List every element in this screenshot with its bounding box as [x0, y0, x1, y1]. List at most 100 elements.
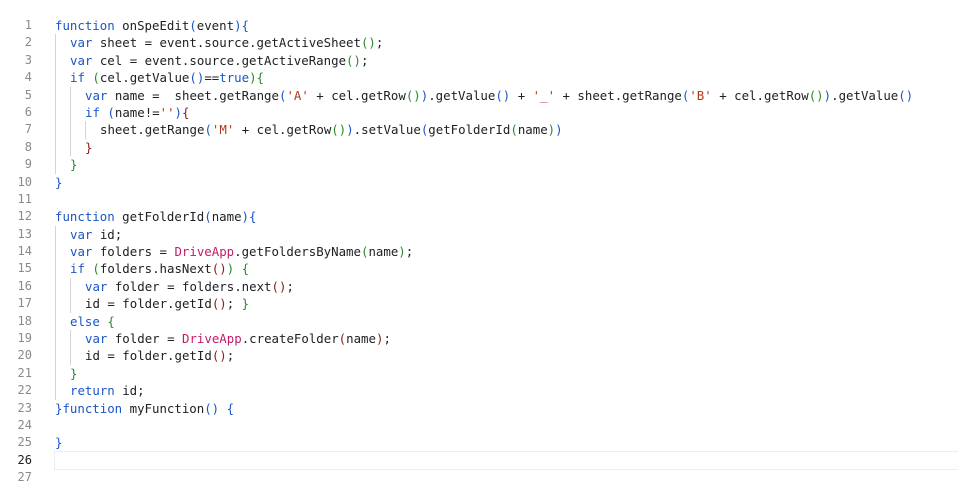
code-token: DriveApp: [174, 244, 235, 260]
code-line[interactable]: }function myFunction() {: [55, 400, 958, 417]
code-token: ): [234, 18, 242, 33]
code-token: (): [189, 70, 205, 86]
code-line[interactable]: [55, 469, 958, 486]
line-number: 15: [17, 261, 32, 276]
indent-guide: [70, 103, 71, 122]
code-token: (: [92, 70, 100, 86]
code-token: 'B': [689, 87, 712, 103]
code-token: {: [226, 400, 235, 416]
indent-guide: [55, 277, 56, 296]
line-number: 24: [17, 417, 32, 432]
code-token: if: [70, 261, 85, 277]
code-token: (): [271, 278, 287, 294]
code-line[interactable]: }: [55, 156, 958, 174]
code-token: (: [204, 122, 212, 138]
code-line[interactable]: function onSpeEdit(event){: [55, 17, 958, 34]
code-token: id;: [114, 383, 145, 399]
code-token: ;: [405, 244, 414, 260]
code-token: true: [219, 70, 250, 86]
code-token: ==: [204, 70, 220, 86]
indent-guide: [55, 103, 56, 122]
code-area[interactable]: function onSpeEdit(event){var sheet = ev…: [54, 17, 958, 487]
code-token: if: [70, 70, 85, 86]
line-number: 26: [17, 452, 32, 467]
indent-guide: [55, 295, 56, 313]
code-token: (): [346, 52, 361, 68]
code-line[interactable]: var folder = DriveApp.createFolder(name)…: [55, 330, 958, 348]
code-token: +: [510, 87, 533, 103]
line-number: 5: [24, 87, 32, 102]
code-line[interactable]: id = folder.getId();: [55, 347, 958, 365]
code-token: {: [241, 261, 250, 277]
line-number: 1: [24, 18, 32, 32]
indent-guide: [55, 312, 56, 331]
line-number: 21: [17, 365, 32, 380]
code-token: var: [85, 278, 108, 294]
code-token: function: [62, 400, 123, 416]
code-token: .createFolder: [241, 331, 339, 347]
code-token: (: [681, 87, 690, 103]
indent-guide: [55, 86, 56, 104]
code-line[interactable]: var sheet = event.source.getActiveSheet(…: [55, 34, 958, 52]
code-line[interactable]: if (name!=''){: [55, 103, 958, 122]
code-line[interactable]: function getFolderId(name){: [55, 208, 958, 225]
code-token: {: [107, 313, 115, 329]
code-line[interactable]: id = folder.getId(); }: [55, 295, 958, 313]
code-token: onSpeEdit: [114, 18, 190, 33]
code-line[interactable]: [55, 417, 958, 434]
code-line[interactable]: [55, 191, 958, 208]
code-line[interactable]: }: [55, 434, 958, 451]
code-token: .getFoldersByName: [234, 244, 361, 260]
indent-guide: [55, 225, 56, 244]
line-number: 17: [17, 296, 32, 311]
code-token: ;: [360, 52, 369, 68]
code-line[interactable]: return id;: [55, 382, 958, 400]
code-token: return: [70, 383, 115, 399]
indent-guide: [55, 330, 56, 348]
line-number: 25: [17, 435, 32, 450]
code-line[interactable]: var folder = folders.next();: [55, 277, 958, 296]
code-token: ): [241, 209, 249, 225]
code-token: (: [278, 87, 287, 103]
code-token: ;: [226, 296, 242, 312]
code-token: ;: [226, 348, 235, 364]
code-token: name: [368, 244, 399, 260]
line-number: 8: [24, 139, 32, 154]
code-token: }: [55, 435, 63, 451]
indent-guide: [55, 364, 56, 383]
code-line[interactable]: }: [55, 138, 958, 157]
code-token: ;: [375, 35, 384, 51]
indent-guide: [55, 243, 56, 261]
line-number: 4: [24, 70, 32, 85]
indent-guide: [70, 138, 71, 157]
code-line[interactable]: }: [55, 364, 958, 383]
code-line[interactable]: sheet.getRange('M' + cel.getRow()).setVa…: [55, 121, 958, 139]
code-token: }: [85, 139, 93, 155]
code-line[interactable]: [54, 450, 958, 471]
indent-guide: [70, 121, 71, 139]
code-token: event: [196, 18, 235, 33]
code-token: ;: [383, 331, 391, 347]
indent-guide: [70, 347, 71, 365]
code-token: ): [375, 331, 384, 347]
code-line[interactable]: if (folders.hasNext()) {: [55, 260, 958, 278]
line-number: 16: [17, 278, 32, 293]
code-token: name!=: [114, 104, 160, 120]
code-token: id;: [92, 226, 123, 242]
code-line[interactable]: var id;: [55, 225, 958, 244]
indent-guide: [55, 260, 56, 278]
code-token: + cel.getRow: [711, 87, 809, 103]
code-line[interactable]: var name = sheet.getRange('A' + cel.getR…: [55, 86, 958, 104]
indent-guide: [70, 330, 71, 348]
code-token: (: [360, 244, 369, 260]
code-line[interactable]: else {: [55, 312, 958, 331]
code-token: (: [420, 122, 429, 138]
indent-guide: [55, 382, 56, 400]
code-token: id = folder.getId: [85, 296, 212, 312]
code-line[interactable]: var folders = DriveApp.getFoldersByName(…: [55, 243, 958, 261]
code-line[interactable]: }: [55, 174, 958, 191]
code-token: .getValue: [428, 87, 496, 103]
code-line[interactable]: if (cel.getValue()==true){: [55, 69, 958, 87]
code-line[interactable]: var cel = event.source.getActiveRange();: [55, 51, 958, 70]
